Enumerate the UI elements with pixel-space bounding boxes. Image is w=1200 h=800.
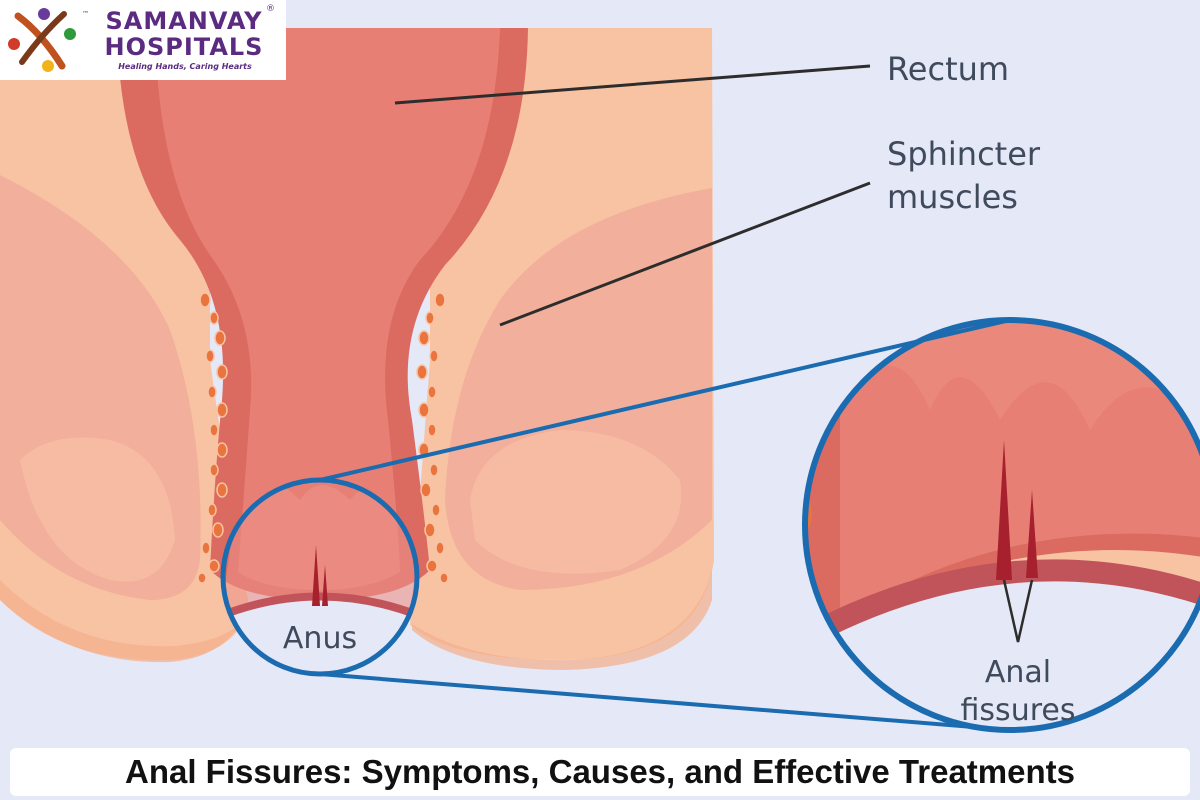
zoom-circle bbox=[802, 317, 1200, 733]
registered-symbol: ® bbox=[266, 4, 275, 14]
fissure-label-line2: fissures bbox=[961, 693, 1076, 728]
rectum-inner bbox=[155, 28, 500, 590]
zoom-detail bbox=[805, 320, 1200, 730]
rectum-label: Rectum bbox=[887, 50, 1009, 88]
right-sphincter-inner bbox=[470, 430, 682, 574]
caption-title: Anal Fissures: Symptoms, Causes, and Eff… bbox=[125, 753, 1075, 790]
logo-wordmark: SAMANVAY HOSPITALS bbox=[96, 8, 272, 60]
zoom-connector-top bbox=[319, 318, 1011, 482]
anus-detail bbox=[223, 480, 417, 674]
left-sphincter-inner bbox=[20, 437, 175, 582]
sphincter-label-line2: muscles bbox=[887, 178, 1018, 216]
logo-tagline: Healing Hands, Caring Hearts bbox=[118, 62, 252, 71]
hospital-logo[interactable]: ™ SAMANVAY HOSPITALS ® Healing Hands, Ca… bbox=[0, 0, 286, 80]
left-buttock-shade bbox=[0, 580, 248, 663]
logo-mark-icon bbox=[8, 8, 76, 72]
left-fat-globules bbox=[197, 292, 228, 584]
right-fat-globules bbox=[416, 292, 449, 584]
logo-name-line2: HOSPITALS bbox=[104, 33, 264, 61]
fissure-label-line1: Anal bbox=[985, 655, 1051, 690]
trademark-symbol: ™ bbox=[82, 10, 89, 18]
sphincter-leader-line bbox=[499, 181, 871, 327]
anus-magnifier-circle bbox=[220, 477, 420, 677]
zoom-connector-bottom bbox=[319, 672, 1011, 732]
anus-label: Anus bbox=[283, 621, 357, 656]
caption-bar: Anal Fissures: Symptoms, Causes, and Eff… bbox=[10, 748, 1190, 796]
logo-name-line1: SAMANVAY bbox=[105, 7, 263, 35]
sphincter-label-line1: Sphincter bbox=[887, 135, 1041, 173]
fissure-leader-line bbox=[1002, 579, 1034, 643]
rectum-leader-line bbox=[394, 64, 871, 105]
